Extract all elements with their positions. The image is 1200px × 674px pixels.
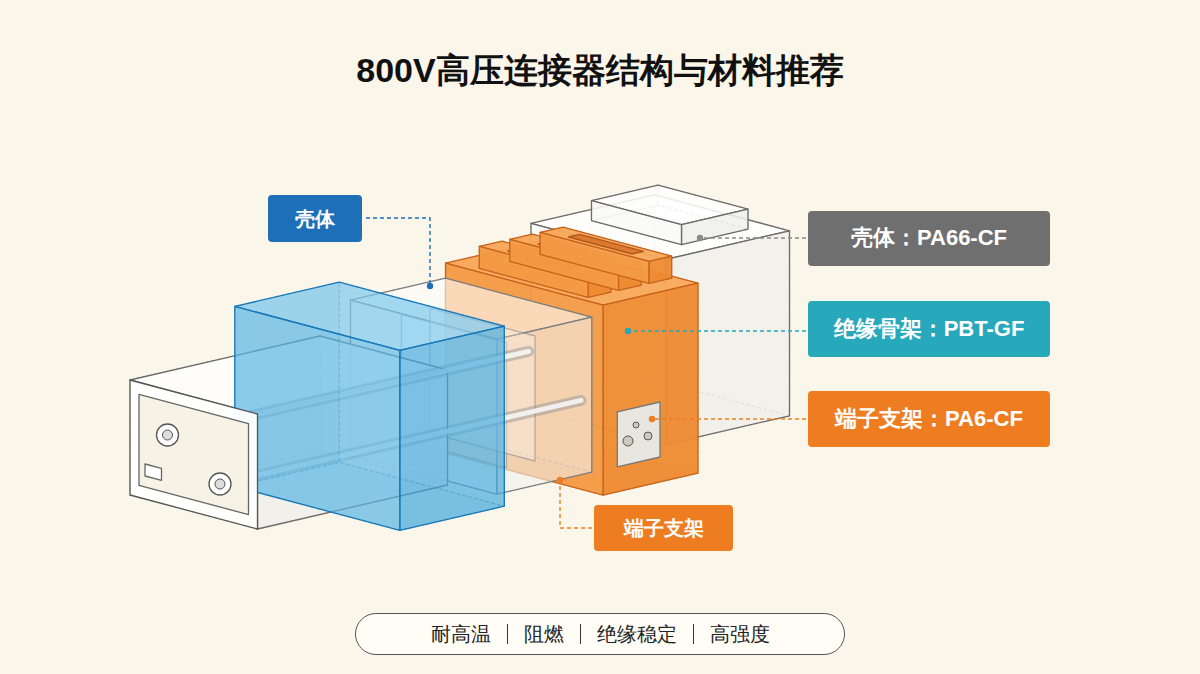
callout-tag: 壳体 — [268, 195, 362, 242]
feature-text: 阻燃 — [524, 622, 564, 646]
leader-line-0 — [366, 218, 430, 286]
feature-text: 耐高温 — [431, 622, 491, 646]
pin-end-1 — [215, 479, 225, 489]
terminal-plate — [617, 402, 660, 467]
connector-body — [130, 185, 790, 530]
leader-dot-3 — [649, 416, 655, 422]
plate-hole-0 — [623, 436, 633, 446]
leader-dot-4 — [557, 477, 563, 483]
label-text: 壳体 — [295, 207, 335, 231]
seal-band-side — [400, 326, 505, 530]
front-face — [130, 380, 258, 529]
leader-lines — [366, 218, 806, 528]
latch-slot-2 — [568, 234, 643, 254]
feature-text: 高强度 — [710, 622, 770, 646]
plate-hole-1 — [644, 432, 652, 440]
feature-bar: 耐高温 阻燃 绝缘稳定 高强度 — [355, 613, 845, 655]
leader-dot-0 — [427, 283, 433, 289]
label-text: 壳体：PA66-CF — [851, 225, 1007, 251]
callout-tag: 端子支架 — [594, 505, 733, 551]
seal-band-front — [235, 306, 400, 530]
terminal-holder-side — [603, 283, 698, 495]
feature-text: 绝缘稳定 — [597, 622, 677, 646]
label-text: 绝缘骨架：PBT-GF — [834, 316, 1025, 342]
leader-dot-1 — [697, 235, 703, 241]
leader-line-4 — [560, 480, 592, 528]
material-label: 绝缘骨架：PBT-GF — [808, 301, 1050, 357]
diagram-title: 800V高压连接器结构与材料推荐 — [0, 50, 1200, 91]
label-text: 端子支架 — [624, 516, 704, 540]
material-label: 壳体：PA66-CF — [808, 211, 1050, 266]
pin-socket-0 — [157, 424, 179, 446]
leader-line-3 — [652, 418, 806, 419]
material-label: 端子支架：PA6-CF — [808, 391, 1050, 447]
rear-housing-step-side — [682, 209, 749, 244]
latch-tab-2-front — [540, 232, 649, 283]
latch-tab-2-side — [649, 256, 672, 283]
separator-bar — [693, 624, 694, 644]
leader-line-2 — [628, 330, 806, 331]
leader-line-1 — [700, 237, 806, 238]
plate-hole-2 — [633, 422, 639, 428]
key-ridge — [145, 464, 162, 480]
separator-bar — [507, 624, 508, 644]
separator-bar — [580, 624, 581, 644]
front-opening — [139, 394, 249, 514]
pin-end-0 — [163, 430, 173, 440]
leader-dot-2 — [625, 328, 631, 334]
pin-socket-1 — [209, 473, 231, 495]
label-text: 端子支架：PA6-CF — [835, 406, 1023, 432]
